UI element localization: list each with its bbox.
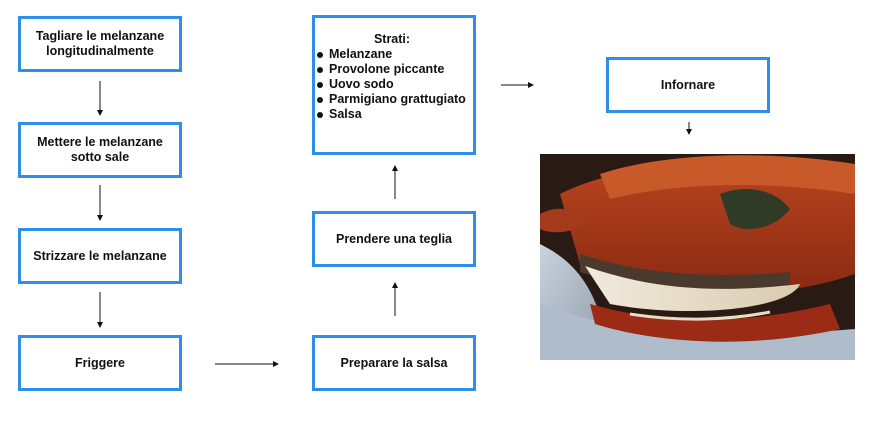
- layers-list: Melanzane Provolone piccante Uovo sodo P…: [315, 47, 469, 122]
- layers-box: Strati: Melanzane Provolone piccante Uov…: [312, 15, 476, 155]
- layers-title: Strati:: [373, 32, 411, 46]
- step-salt-box: Mettere le melanzane sotto sale: [18, 122, 182, 178]
- step-pan-box: Prendere una teglia: [312, 211, 476, 267]
- eggplant-parmigiana-photo: [540, 154, 855, 360]
- step-fry-label: Friggere: [74, 355, 125, 370]
- layer-item: Uovo sodo: [315, 77, 469, 92]
- layer-item: Parmigiano grattugiato: [315, 92, 469, 107]
- step-pan-label: Prendere una teglia: [335, 231, 452, 246]
- step-squeeze-label: Strizzare le melanzane: [33, 248, 167, 263]
- step-squeeze-box: Strizzare le melanzane: [18, 228, 182, 284]
- step-sauce-label: Preparare la salsa: [340, 355, 448, 370]
- step-salt-label: Mettere le melanzane sotto sale: [37, 135, 163, 164]
- layer-item: Provolone piccante: [315, 62, 469, 77]
- step-bake-label: Infornare: [660, 77, 716, 92]
- step-cut-label: Tagliare le melanzane longitudinalmente: [35, 29, 165, 58]
- layer-item: Salsa: [315, 107, 469, 122]
- step-cut-box: Tagliare le melanzane longitudinalmente: [18, 16, 182, 72]
- step-bake-box: Infornare: [606, 57, 770, 113]
- layer-item: Melanzane: [315, 47, 469, 62]
- step-sauce-box: Preparare la salsa: [312, 335, 476, 391]
- eggplant-parmigiana-image: [540, 154, 855, 360]
- step-fry-box: Friggere: [18, 335, 182, 391]
